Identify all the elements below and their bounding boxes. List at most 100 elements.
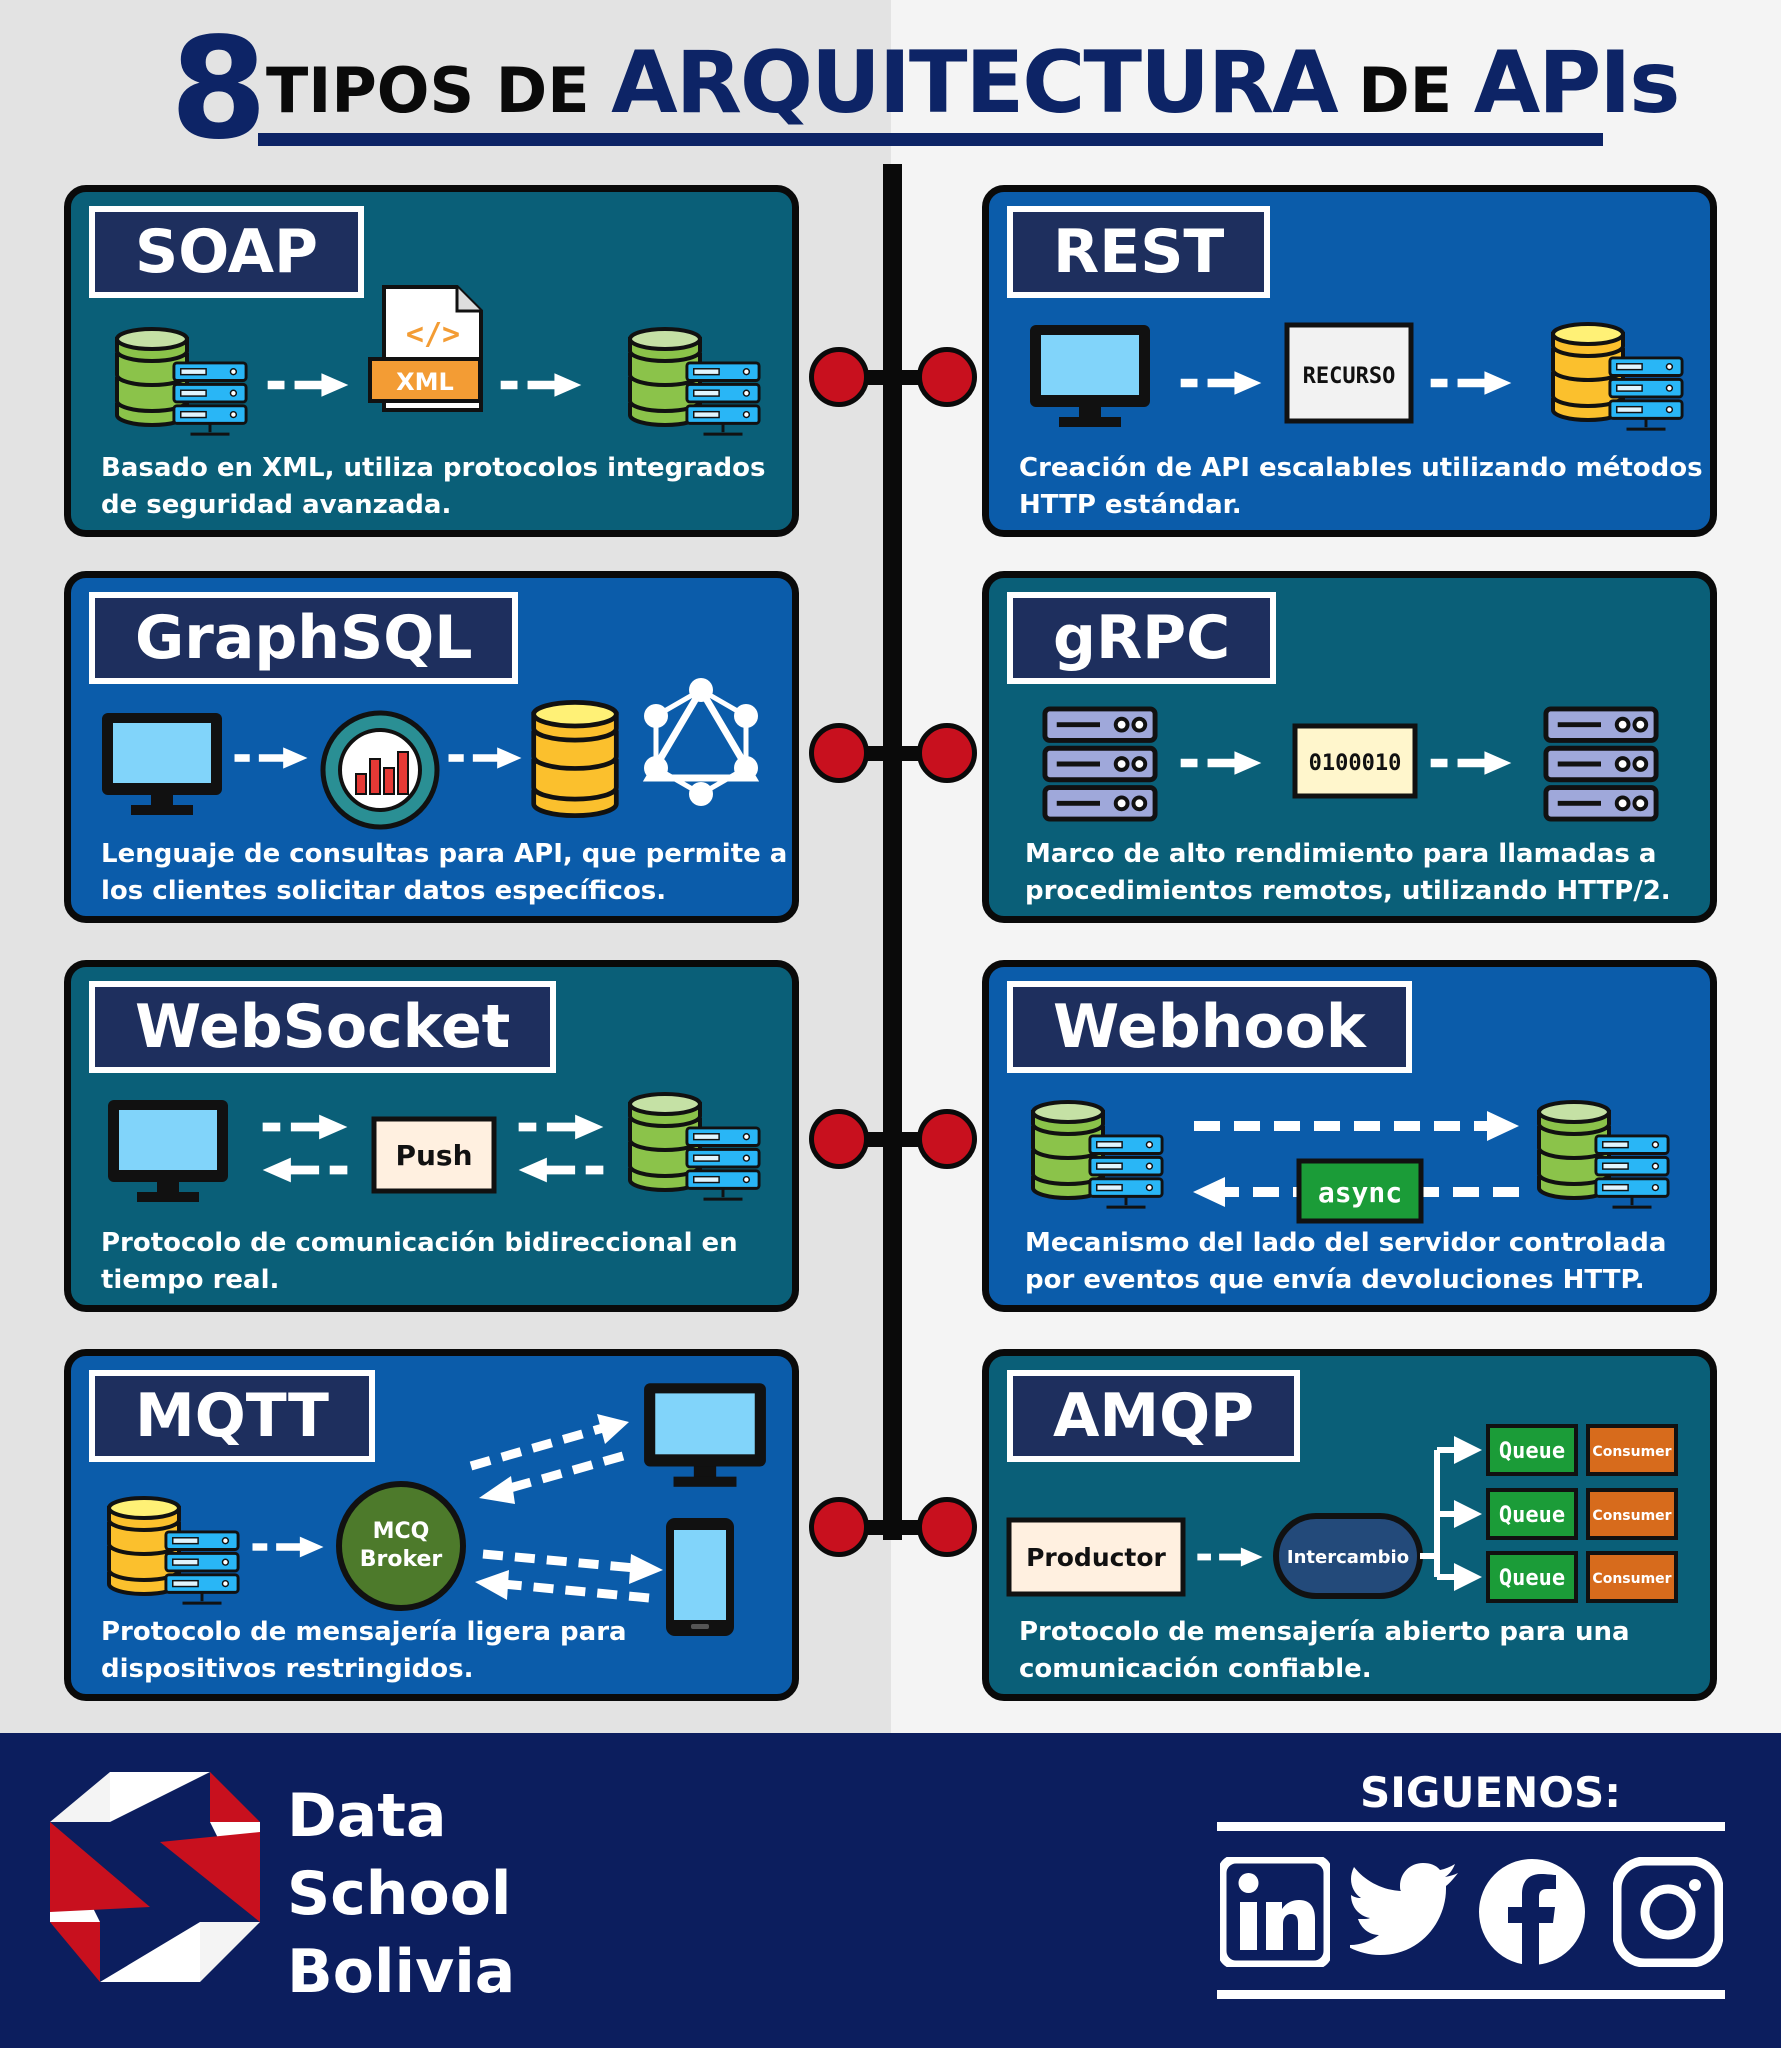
- push-box: [371, 1116, 497, 1194]
- card-graphsql: GraphSQL Lenguaje de consultas para API,…: [64, 571, 799, 923]
- server-rack-icon: [164, 1530, 240, 1605]
- card-label-soap: SOAP: [89, 206, 365, 298]
- server-rack-icon: [1594, 1134, 1670, 1209]
- consumer-label: Consumer: [1592, 1571, 1671, 1587]
- queue-label: Queue: [1499, 1566, 1565, 1591]
- server-icon: [1546, 709, 1656, 819]
- binary-badge: 0100010: [1309, 751, 1402, 776]
- instagram-icon[interactable]: [1613, 1857, 1723, 1967]
- consumer-box: [1586, 1488, 1678, 1540]
- timeline-spine: [883, 164, 902, 1540]
- arrow-right-icon: [268, 373, 349, 397]
- broker-label-2: Broker: [360, 1547, 443, 1572]
- analytics-icon: [320, 710, 440, 830]
- title-part-2: ARQUITECTURA: [611, 33, 1339, 133]
- title-part-4: APIs: [1473, 33, 1681, 133]
- server-rack-icon: [172, 361, 248, 436]
- card-label-rest: REST: [1007, 206, 1271, 298]
- binary-box: [1292, 723, 1418, 799]
- mqtt-diagram: MCQ Broker: [107, 1383, 766, 1636]
- arrow-right-icon: [1431, 371, 1512, 395]
- arrow-left-icon: [519, 1158, 604, 1183]
- arrow-right-icon: [1197, 1547, 1262, 1566]
- page-title: 8 TIPOS DE ARQUITECTURA DE APIs: [170, 20, 1680, 160]
- title-part-3: DE: [1336, 54, 1474, 127]
- monitor-icon: [1030, 325, 1150, 427]
- facebook-icon[interactable]: [1477, 1857, 1587, 1967]
- consumer-box: [1586, 1424, 1678, 1476]
- brand-line-1: Data: [287, 1781, 447, 1851]
- card-description-webhook: Mecanismo del lado del servidor controla…: [1025, 1228, 1667, 1295]
- arrow-right-icon: [501, 373, 582, 397]
- timeline-knob: [917, 723, 977, 783]
- resource-box: [1284, 322, 1414, 424]
- card-label-graphsql: GraphSQL: [89, 592, 519, 684]
- brand-line-2: School: [287, 1859, 512, 1929]
- card-description-grpc: Marco de alto rendimiento para llamadas …: [1025, 839, 1671, 906]
- card-websocket: Push WebSocket Protocolo de comunicación…: [64, 960, 799, 1312]
- title-underline: [258, 133, 1603, 146]
- long-arrow-left-icon: [1193, 1177, 1519, 1207]
- websocket-diagram: Push: [108, 1092, 761, 1202]
- timeline-knob: [809, 1109, 869, 1169]
- push-badge: Push: [395, 1139, 472, 1172]
- card-description-graphsql: Lenguaje de consultas para API, que perm…: [101, 839, 788, 906]
- monitor-icon: [102, 713, 222, 815]
- follow-label: SIGUENOS:: [1360, 1768, 1622, 1817]
- server-rack-icon: [685, 361, 761, 436]
- arrow-left-icon: [263, 1158, 348, 1183]
- card-label-websocket: WebSocket: [89, 981, 557, 1073]
- arrow-right-icon: [252, 1537, 323, 1558]
- grpc-diagram: 0100010: [989, 578, 1710, 916]
- smartphone-icon: [666, 1518, 734, 1636]
- card-label-amqp: AMQP: [1007, 1370, 1301, 1462]
- arrow-to-phone-icon: [482, 1549, 663, 1584]
- queue-box: [1486, 1488, 1578, 1540]
- timeline-knob: [917, 1109, 977, 1169]
- card-label-webhook: Webhook: [1007, 981, 1412, 1073]
- card-description-rest: Creación de API escalables utilizando mé…: [1019, 453, 1703, 520]
- title-part-1: TIPOS DE: [266, 54, 612, 127]
- fanout-connector-icon: [1420, 1436, 1482, 1591]
- brand-line-3: Bolivia: [287, 1937, 516, 2007]
- card-description-soap: Basado en XML, utiliza protocolos integr…: [101, 453, 766, 520]
- soap-diagram: </> XML: [115, 285, 761, 436]
- timeline-knob: [809, 723, 869, 783]
- broker-label-1: MCQ: [373, 1519, 430, 1544]
- follow-divider: [1217, 1990, 1725, 1999]
- timeline-knob: [917, 1497, 977, 1557]
- brand-logo-icon: [50, 1772, 260, 1982]
- consumer-label: Consumer: [1592, 1444, 1671, 1460]
- card-description-mqtt: Protocolo de mensajería ligera para disp…: [101, 1617, 627, 1684]
- graphql-logo-icon: [642, 678, 760, 806]
- arrow-right-icon: [449, 747, 522, 768]
- xml-document-icon: </> XML: [368, 285, 483, 412]
- timeline-knob: [809, 347, 869, 407]
- linkedin-icon[interactable]: [1220, 1857, 1330, 1967]
- broker-icon: [336, 1481, 466, 1611]
- consumer-label: Consumer: [1592, 1508, 1671, 1524]
- card-webhook: async Webhook Mecanismo del lado del ser…: [982, 960, 1717, 1312]
- arrow-right-icon: [1181, 371, 1262, 395]
- queue-box: [1486, 1424, 1578, 1476]
- database-icon: [534, 702, 617, 815]
- card-description-websocket: Protocolo de comunicación bidireccional …: [101, 1228, 738, 1295]
- twitter-icon[interactable]: [1350, 1857, 1462, 1967]
- card-mqtt: MCQ Broker MQTT Protocolo de mensajería …: [64, 1349, 799, 1701]
- xml-badge: XML: [396, 368, 454, 396]
- server-rack-icon: [1088, 1134, 1164, 1209]
- long-arrow-right-icon: [1194, 1111, 1519, 1141]
- server-rack-icon: [1608, 356, 1684, 431]
- card-grpc: 0100010 gRPC Marco de alto rendimiento p…: [982, 571, 1717, 923]
- arrow-right-icon: [519, 1115, 604, 1140]
- card-description-amqp: Protocolo de mensajería abierto para una…: [1019, 1617, 1630, 1684]
- arrow-from-phone-icon: [475, 1570, 650, 1603]
- card-label-grpc: gRPC: [1007, 592, 1277, 684]
- arrow-right-icon: [235, 747, 308, 768]
- resource-badge: RECURSO: [1303, 364, 1396, 389]
- card-soap: </> XML SOAP Basado en XML, utiliza prot…: [64, 185, 799, 537]
- title-number: 8: [170, 8, 267, 171]
- arrow-right-icon: [1181, 751, 1262, 775]
- arrow-right-icon: [263, 1115, 348, 1140]
